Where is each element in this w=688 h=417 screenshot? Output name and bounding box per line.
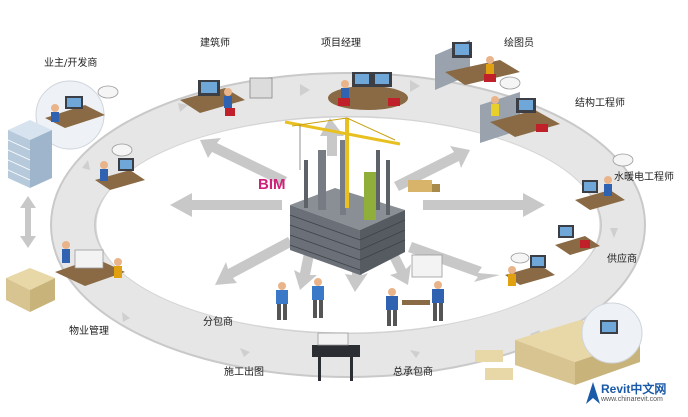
label-supplier: 供应商	[607, 254, 637, 265]
property-management-office	[6, 241, 125, 312]
owner-workstation	[95, 158, 145, 190]
arrow-left	[170, 193, 282, 217]
subcontractor-team	[276, 278, 324, 320]
arrow-up-center	[320, 118, 344, 156]
revit-logo-mark	[586, 382, 600, 404]
workstation-project-manager	[328, 72, 408, 110]
bim-center-label: BIM	[258, 176, 286, 193]
arrow-up-left	[200, 138, 287, 186]
logo-url: www.chinarevit.com	[601, 396, 663, 403]
label-general-contractor: 总承包商	[393, 367, 433, 378]
central-building	[284, 117, 440, 275]
revit-logo: Revit中文网 www.chinarevit.com	[583, 378, 685, 410]
warehouse	[475, 302, 643, 385]
workstation-supplier	[505, 225, 600, 286]
label-owner-developer: 业主/开发商	[44, 58, 98, 69]
workstation-architect	[180, 77, 273, 116]
owner-developer-office	[7, 80, 105, 188]
label-project-manager: 项目经理	[321, 38, 361, 49]
plotter	[312, 332, 360, 381]
workstation-mep	[575, 176, 625, 210]
speech-bubbles	[97, 76, 634, 264]
general-contractor-team	[386, 254, 444, 326]
workstation-drafter	[435, 40, 520, 90]
arrow-up-right	[394, 146, 470, 191]
label-property-management: 物业管理	[69, 326, 109, 337]
label-drafter: 绘图员	[504, 38, 534, 49]
workstation-structural	[480, 92, 560, 143]
logo-name: Revit中文网	[601, 382, 667, 396]
label-mep-engineer: 水暖电工程师	[614, 172, 674, 183]
label-architect: 建筑师	[200, 38, 230, 49]
double-arrow-vertical	[20, 196, 36, 248]
arrow-down-right	[408, 242, 500, 282]
label-subcontractor: 分包商	[203, 317, 233, 328]
label-structural-engineer: 结构工程师	[575, 98, 625, 109]
radial-arrows	[170, 118, 545, 292]
arrow-right	[423, 193, 545, 217]
arrow-down-left	[215, 237, 293, 285]
label-construction-drawing: 施工出图	[224, 367, 264, 378]
